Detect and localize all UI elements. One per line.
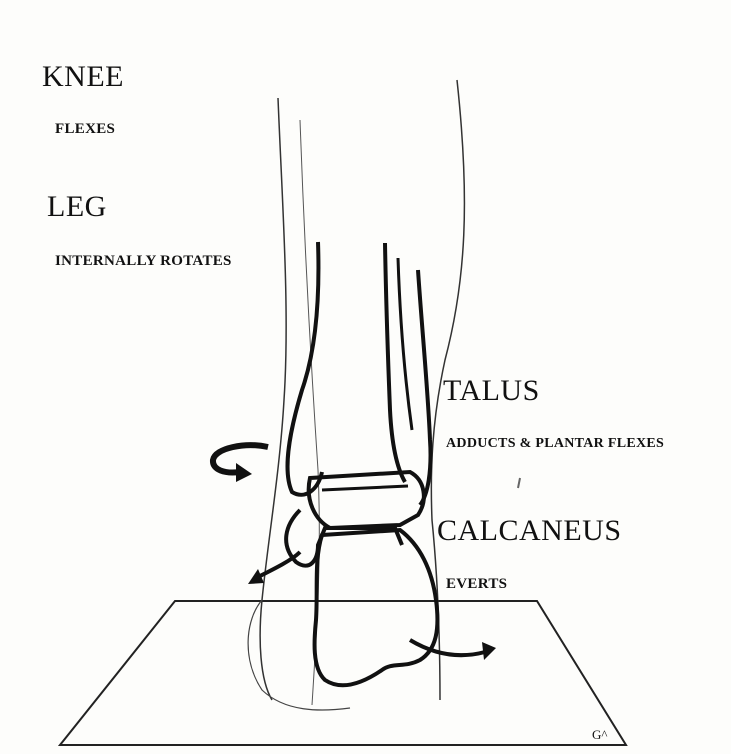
rotation-arrowhead (236, 463, 252, 482)
label-knee: KNEE (42, 60, 124, 94)
label-leg: LEG (47, 190, 107, 224)
talus-joint-line (322, 486, 408, 490)
eversion-arrow-left (256, 552, 300, 578)
label-talus-action: ADDUCTS & PLANTAR FLEXES (446, 436, 664, 452)
label-talus: TALUS (443, 374, 540, 408)
tibia-left (385, 243, 405, 482)
heel-outline-left (248, 600, 350, 710)
label-calcaneus: CALCANEUS (437, 514, 622, 548)
artist-signature: G^ (592, 727, 608, 743)
talus-bone (309, 472, 424, 528)
leg-outline-left (260, 98, 286, 700)
eversion-arrowhead-right (482, 642, 496, 660)
subtalar-bone (286, 510, 402, 566)
floor-plane (60, 601, 626, 745)
label-leg-action: INTERNALLY ROTATES (55, 253, 232, 270)
eversion-arrow-right (410, 640, 485, 655)
calcaneus-bone (315, 530, 438, 685)
label-knee-action: FLEXES (55, 121, 115, 138)
tibia-mid (398, 258, 412, 430)
tibia-right (418, 270, 431, 505)
mark-line (518, 478, 520, 488)
label-calcaneus-action: EVERTS (446, 576, 507, 593)
